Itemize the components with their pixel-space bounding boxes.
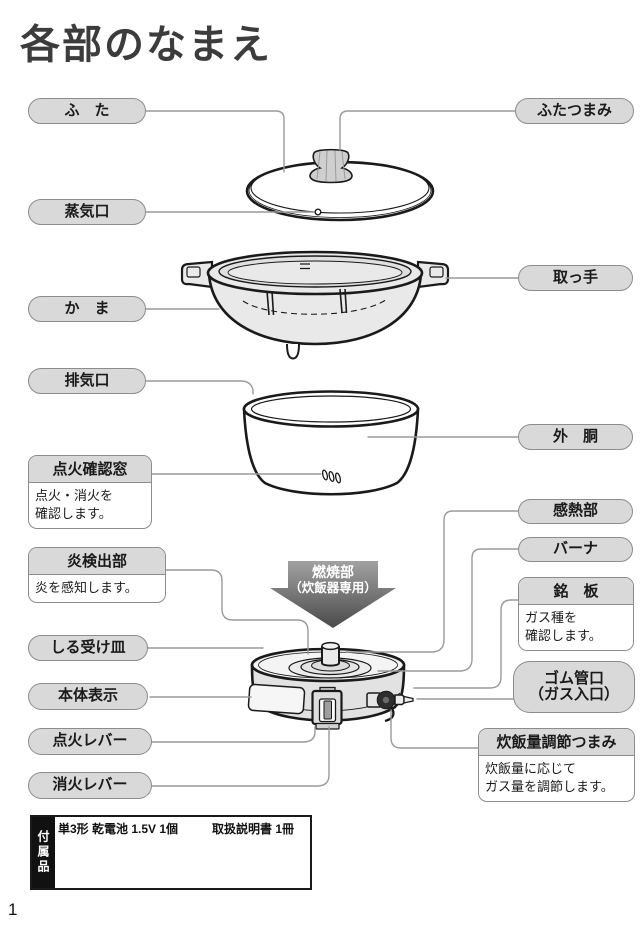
heat-sensor-cylinder (321, 646, 340, 667)
lever-assembly (311, 686, 343, 730)
label-drip-tray: しる受け皿 (28, 635, 148, 661)
nameplate-title: 銘 板 (519, 578, 633, 605)
leader-heat-sensor (345, 510, 519, 653)
outer-body-illustration (242, 390, 420, 496)
label-pot: か ま (28, 296, 146, 322)
label-lid-knob: ふたつまみ (515, 98, 634, 124)
accessories-tab: 付属品 (32, 817, 55, 888)
flame-detector-desc: 炎を感知します。 (35, 580, 138, 595)
flame-detector-title: 炎検出部 (29, 548, 165, 575)
label-ignition-window: 点火確認窓 点火・消火を 確認します。 (28, 455, 152, 530)
label-nameplate: 銘 板 ガス種を 確認します。 (518, 577, 634, 652)
pot-foot (286, 343, 300, 360)
combustion-arrow (270, 561, 396, 628)
accessories-box: 付属品 (30, 815, 312, 890)
leader-nameplate (413, 599, 519, 689)
label-handle: 取っ手 (518, 265, 633, 291)
accessory-manual-label: 取扱説明書 1冊 (212, 822, 295, 836)
label-extinguish-lever: 消火レバー (28, 772, 152, 799)
gas-inlet (366, 690, 414, 723)
burner-illustration (247, 641, 414, 730)
label-lid: ふ た (28, 98, 146, 124)
leader-lid (145, 110, 285, 173)
label-burner: バーナ (518, 537, 633, 562)
rice-amount-knob-desc: 炊飯量に応じて ガス量を調節します。 (485, 761, 614, 795)
page-number: 1 (8, 900, 18, 919)
lid-illustration (245, 148, 435, 222)
ignition-window-marks (321, 469, 342, 484)
label-flame-detector: 炎検出部 炎を感知します。 (28, 547, 166, 604)
label-exhaust-vent: 排気口 (28, 368, 146, 394)
leader-lines (145, 110, 519, 787)
pot-handle-left (180, 260, 214, 289)
leader-ignition-lever (151, 726, 316, 743)
ignition-window-desc: 点火・消火を 確認します。 (35, 488, 114, 522)
leader-burner (377, 548, 519, 672)
label-ignition-lever: 点火レバー (28, 728, 152, 755)
label-gas-tube-port: ゴム管口 （ガス入口） (513, 661, 635, 713)
pot-illustration (180, 250, 450, 360)
nameplate-desc: ガス種を 確認します。 (525, 610, 602, 644)
body-display-panel (247, 683, 306, 715)
leader-extinguish-lever (151, 726, 330, 787)
accessory-battery-label: 単3形 乾電池 1.5V 1個 (58, 822, 179, 836)
rice-amount-knob-title: 炊飯量調節つまみ (479, 729, 634, 756)
label-outer-body: 外 胴 (518, 424, 633, 450)
label-steam-vent: 蒸気口 (28, 199, 146, 225)
label-body-display: 本体表示 (28, 683, 148, 710)
label-rice-amount-knob: 炊飯量調節つまみ 炊飯量に応じて ガス量を調節します。 (478, 728, 635, 803)
leader-flame-detector (165, 569, 309, 655)
label-heat-sensor: 感熱部 (518, 499, 633, 524)
page-title: 各部のなまえ (20, 23, 272, 67)
pot-handle-right (416, 260, 450, 289)
leader-lid-knob (339, 110, 519, 151)
leader-rice-knob (390, 709, 479, 749)
leader-exhaust-vent (145, 380, 254, 395)
ignition-window-title: 点火確認窓 (29, 456, 151, 483)
steam-vent-hole (314, 208, 322, 216)
